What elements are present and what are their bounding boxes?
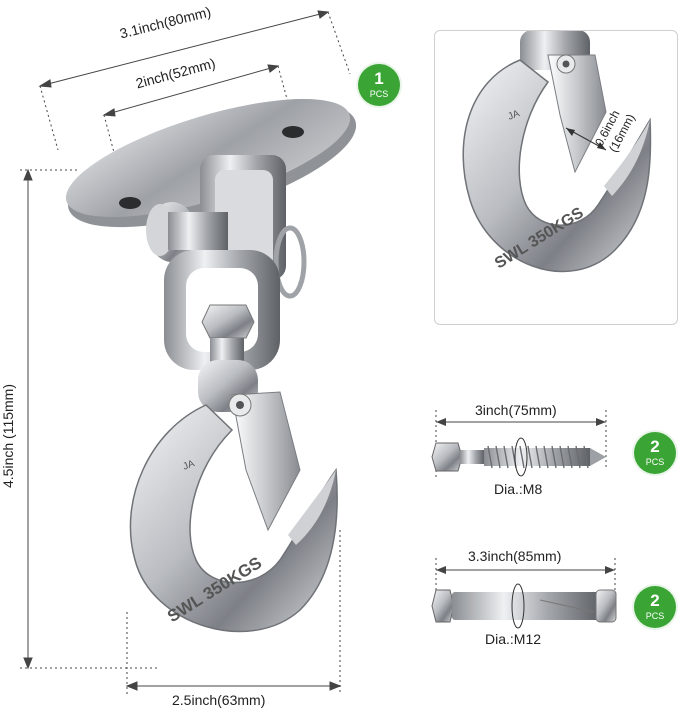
hook-width-label: 2.5inch(63mm) (172, 692, 266, 708)
bolt-quantity-unit: PCS (645, 611, 665, 621)
bolt-quantity-badge: 2 PCS (634, 586, 676, 628)
lag-screw (431, 410, 607, 480)
swivel-hook-assembly (65, 98, 357, 633)
total-height-label: 4.5inch (115mm) (0, 383, 16, 488)
bolt-diameter-label: Dia.:M12 (485, 631, 542, 647)
screw-diameter-label: Dia.:M8 (494, 481, 543, 497)
screw-quantity-unit: PCS (645, 457, 665, 467)
swivel-quantity-badge: 1 PCS (358, 64, 400, 106)
hook-opening-inset-frame (434, 30, 678, 325)
swivel-quantity-unit: PCS (369, 89, 389, 99)
screw-quantity-badge: 2 PCS (634, 432, 676, 474)
screw-quantity-count: 2 (650, 437, 660, 456)
swivel-quantity-count: 1 (374, 69, 384, 88)
expansion-bolt (431, 558, 617, 629)
bolt-quantity-count: 2 (650, 591, 660, 610)
inset-hook-detail (462, 30, 652, 273)
screw-length-label: 3inch(75mm) (475, 402, 557, 418)
bolt-length-label: 3.3inch(85mm) (468, 548, 562, 564)
